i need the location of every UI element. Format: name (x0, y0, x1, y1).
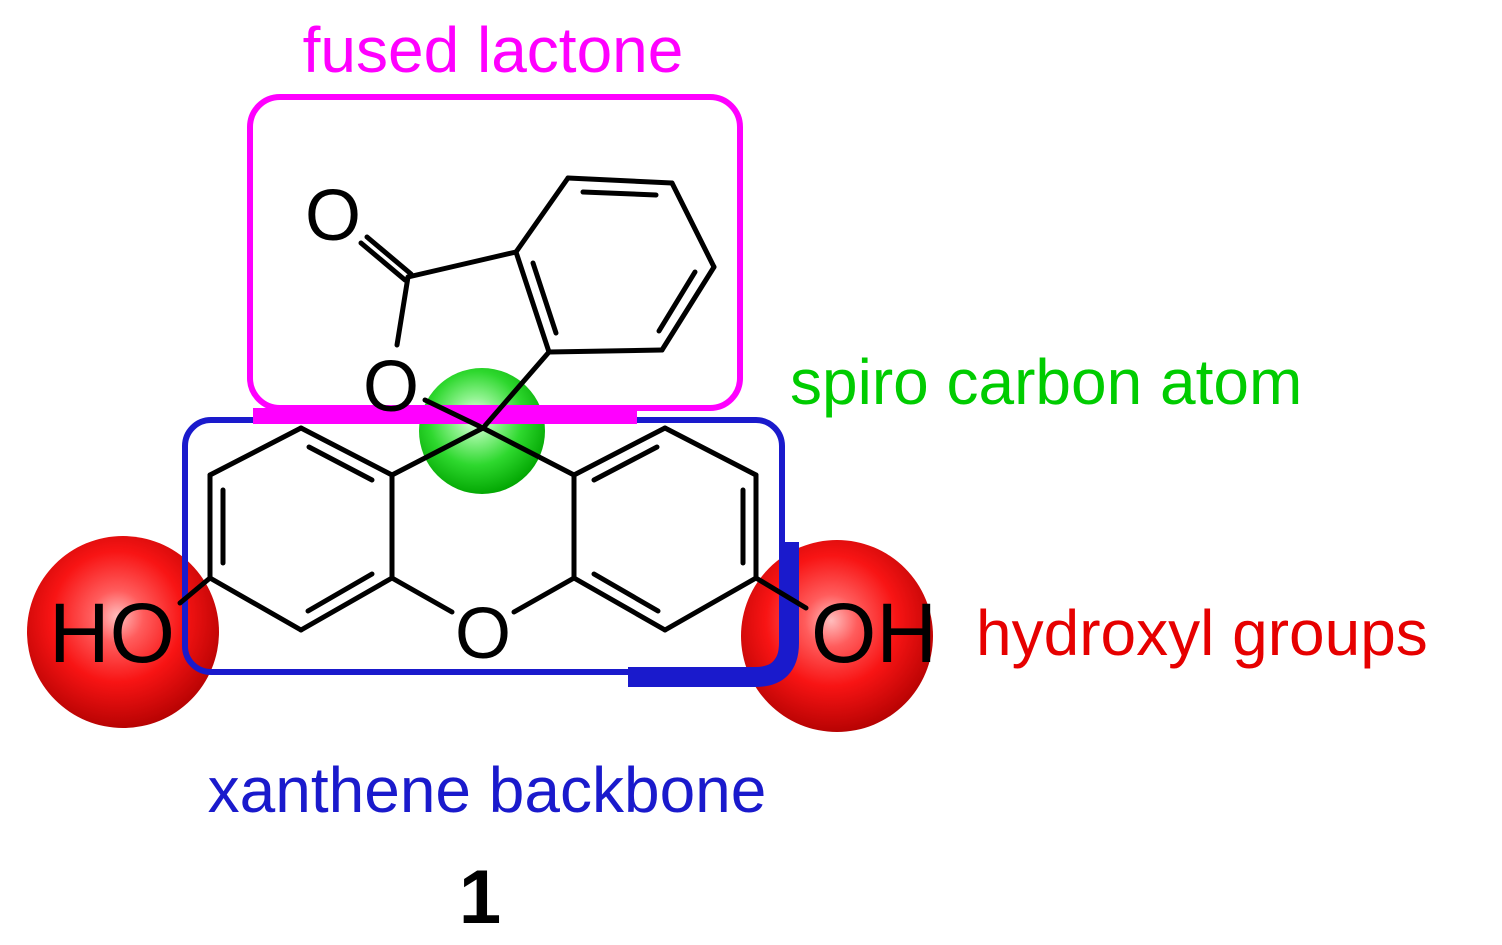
fused-lactone-label: fused lactone (303, 14, 684, 86)
left-hydroxyl-label: HO (49, 586, 175, 680)
compound-number: 1 (459, 855, 501, 940)
xanthene-central-ring-bonds (389, 425, 577, 615)
xanthene-left-ring-bonds (177, 425, 395, 633)
hydroxyl-groups-label: hydroxyl groups (976, 597, 1428, 669)
left-hydroxyl-sphere (27, 536, 219, 728)
molecule-bonds (177, 175, 809, 633)
xanthene-right-ring-bonds (571, 425, 809, 633)
ester-oxygen-label: O (363, 347, 419, 427)
benzene-ring-top-bonds (513, 175, 717, 355)
xanthene-backbone-label: xanthene backbone (208, 754, 767, 826)
right-hydroxyl-label: OH (811, 586, 937, 680)
spiro-carbon-label: spiro carbon atom (790, 346, 1302, 418)
xanthene-oxygen-label: O (455, 594, 511, 674)
blue-bond-highlight (628, 542, 799, 687)
carbonyl-oxygen-label: O (305, 176, 361, 256)
lactone-ring-bonds (358, 234, 552, 431)
